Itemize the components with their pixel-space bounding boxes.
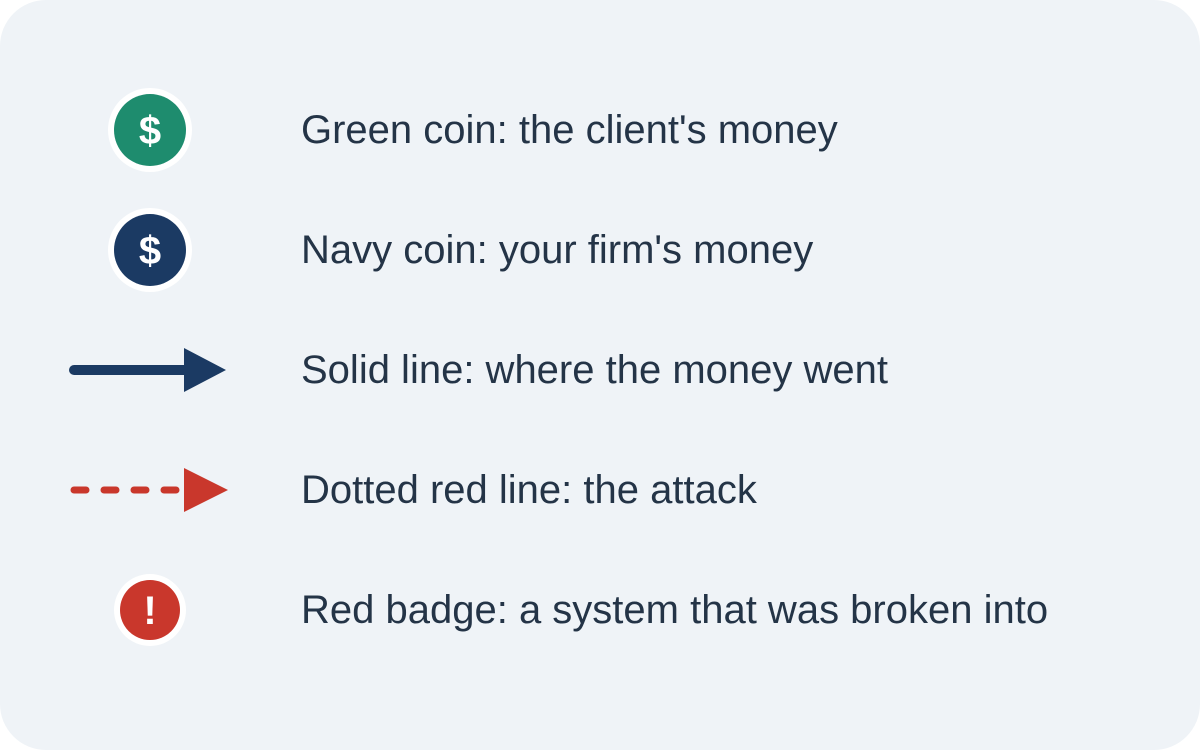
red-badge-glyph: ! <box>143 589 156 633</box>
navy-coin-icon: $ <box>60 200 240 300</box>
legend-item-navy-coin: $ Navy coin: your firm's money <box>0 200 1200 300</box>
solid-arrow-icon <box>60 320 240 420</box>
legend-label-solid-line: Solid line: where the money went <box>301 348 888 392</box>
navy-coin-glyph: $ <box>139 229 161 273</box>
red-badge-icon: ! <box>60 560 240 660</box>
green-coin-icon: $ <box>60 80 240 180</box>
legend-label-navy-coin: Navy coin: your firm's money <box>301 228 814 272</box>
legend-label-dotted-red-line: Dotted red line: the attack <box>301 468 757 512</box>
legend-item-red-badge: ! Red badge: a system that was broken in… <box>0 560 1200 660</box>
green-coin-glyph: $ <box>139 109 161 153</box>
legend-item-solid-line: Solid line: where the money went <box>0 320 1200 420</box>
dotted-red-arrow-icon <box>60 440 240 540</box>
legend-item-dotted-red-line: Dotted red line: the attack <box>0 440 1200 540</box>
legend-item-green-coin: $ Green coin: the client's money <box>0 80 1200 180</box>
legend-label-red-badge: Red badge: a system that was broken into <box>301 588 1049 632</box>
legend-label-green-coin: Green coin: the client's money <box>301 108 838 152</box>
